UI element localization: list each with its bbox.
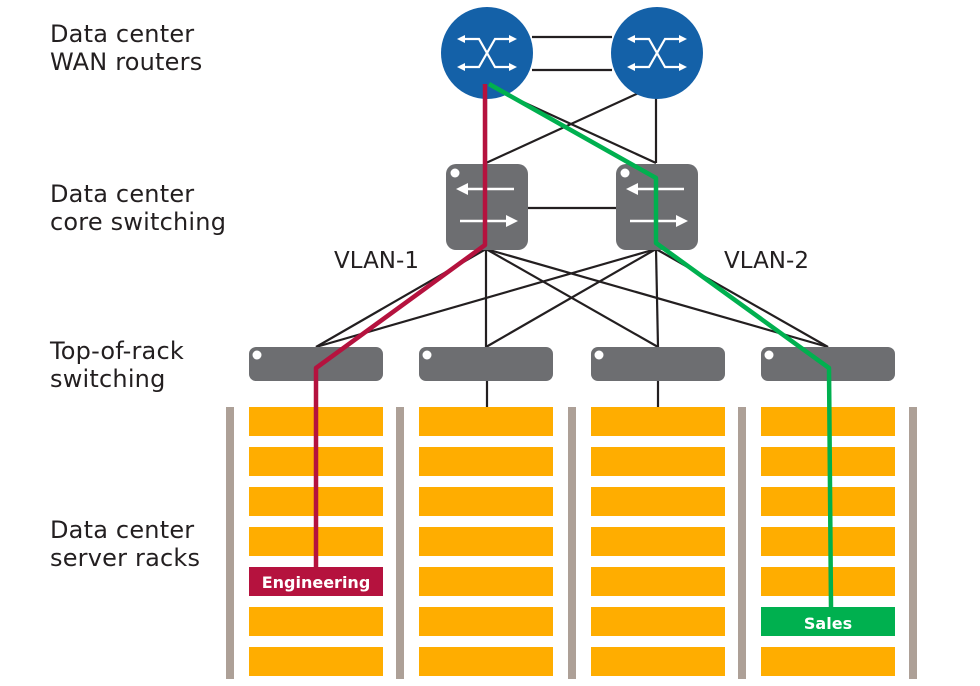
server-unit [591,447,725,476]
server-unit [591,607,725,636]
port-dot-icon [594,350,604,360]
link-core2-tor1 [315,247,657,349]
rack-post [909,407,917,679]
rack-post [396,407,404,679]
server-unit [591,647,725,676]
vlan1-label: VLAN-1 [334,248,419,274]
server-unit [761,647,895,676]
rack-post [226,407,234,679]
server-unit [591,407,725,436]
sales-label: Sales [804,614,852,633]
tier-label-tor: Top-of-rack switching [50,337,184,393]
link-core2-tor2 [485,248,657,348]
sales-server: Sales [761,607,895,636]
tor-switch-2 [419,347,553,381]
engineering-server: Engineering [249,567,383,596]
server-unit [591,487,725,516]
tier-label-racks: Data center server racks [50,516,201,572]
router-icon [457,35,517,71]
server-unit [591,527,725,556]
port-dot-icon [620,168,630,178]
vlan2-label: VLAN-2 [724,248,809,274]
switch-arrows-icon [456,183,518,227]
server-unit [419,647,553,676]
rack-posts [226,407,917,679]
server-unit [419,567,553,596]
server-unit [591,567,725,596]
tier-label-core: Data center core switching [50,180,227,236]
wan-router-2 [611,7,703,99]
switch-arrows-icon [626,183,688,227]
router-icon [627,35,687,71]
server-unit [419,407,553,436]
link-router2-core1 [485,84,657,164]
vlan1-path [313,84,488,567]
server-unit [761,567,895,596]
server-unit [419,607,553,636]
tier-label-wan: Data center WAN routers [50,20,203,76]
port-dot-icon [252,350,262,360]
port-dot-icon [764,350,774,360]
port-dot-icon [422,350,432,360]
network-links [315,35,829,407]
link-core2-tor3 [654,248,660,348]
wan-router-1 [441,7,533,99]
engineering-label: Engineering [262,573,371,592]
port-dot-icon [450,168,460,178]
tor-switch-4 [761,347,895,381]
server-unit [249,647,383,676]
rack-post [738,407,746,679]
vlan2-path [487,82,834,608]
server-unit [419,527,553,556]
rack-post [568,407,576,679]
server-unit [249,607,383,636]
server-unit [761,527,895,556]
server-unit [419,487,553,516]
tor-switch-1 [249,347,383,381]
server-unit [419,447,553,476]
tor-switch-3 [591,347,725,381]
